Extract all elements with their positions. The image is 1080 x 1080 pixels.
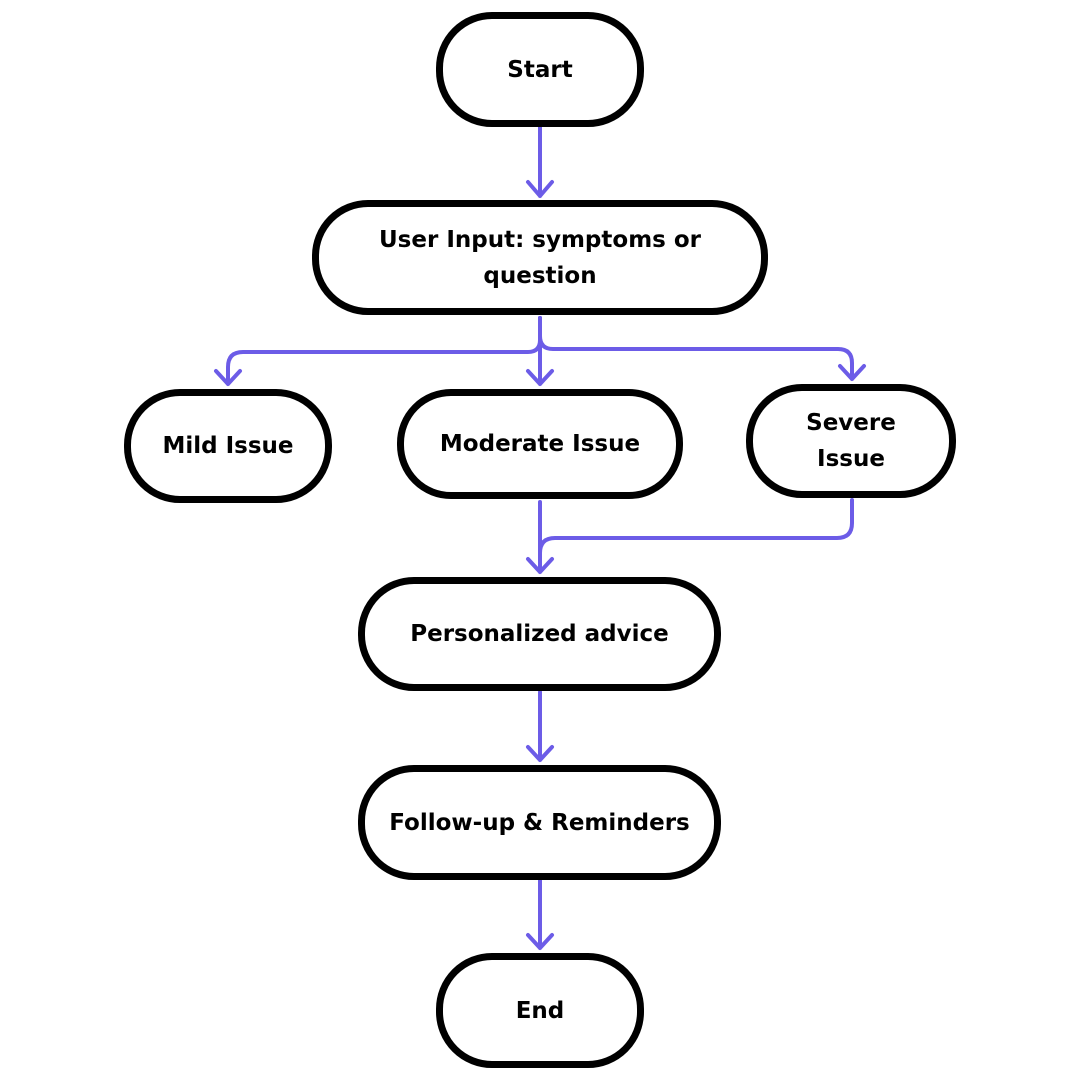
edge-input-to-mild [214, 316, 542, 386]
edge-advice-to-followup [526, 690, 554, 762]
personalized-advice-node: Personalized advice [358, 577, 721, 691]
user-input-node: User Input: symptoms or question [312, 200, 768, 315]
follow-up-node: Follow-up & Reminders [358, 765, 721, 880]
edge-severe-to-advice [538, 498, 854, 555]
mild-issue-node: Mild Issue [124, 389, 332, 503]
edge-followup-to-end [526, 878, 554, 950]
edge-input-to-severe [538, 316, 866, 381]
end-node: End [436, 953, 644, 1068]
edge-moderate-to-advice [526, 500, 554, 574]
start-node: Start [436, 12, 644, 127]
edge-start-to-input [526, 125, 554, 198]
severe-issue-node: Severe Issue [746, 384, 956, 498]
moderate-issue-node: Moderate Issue [397, 389, 683, 499]
